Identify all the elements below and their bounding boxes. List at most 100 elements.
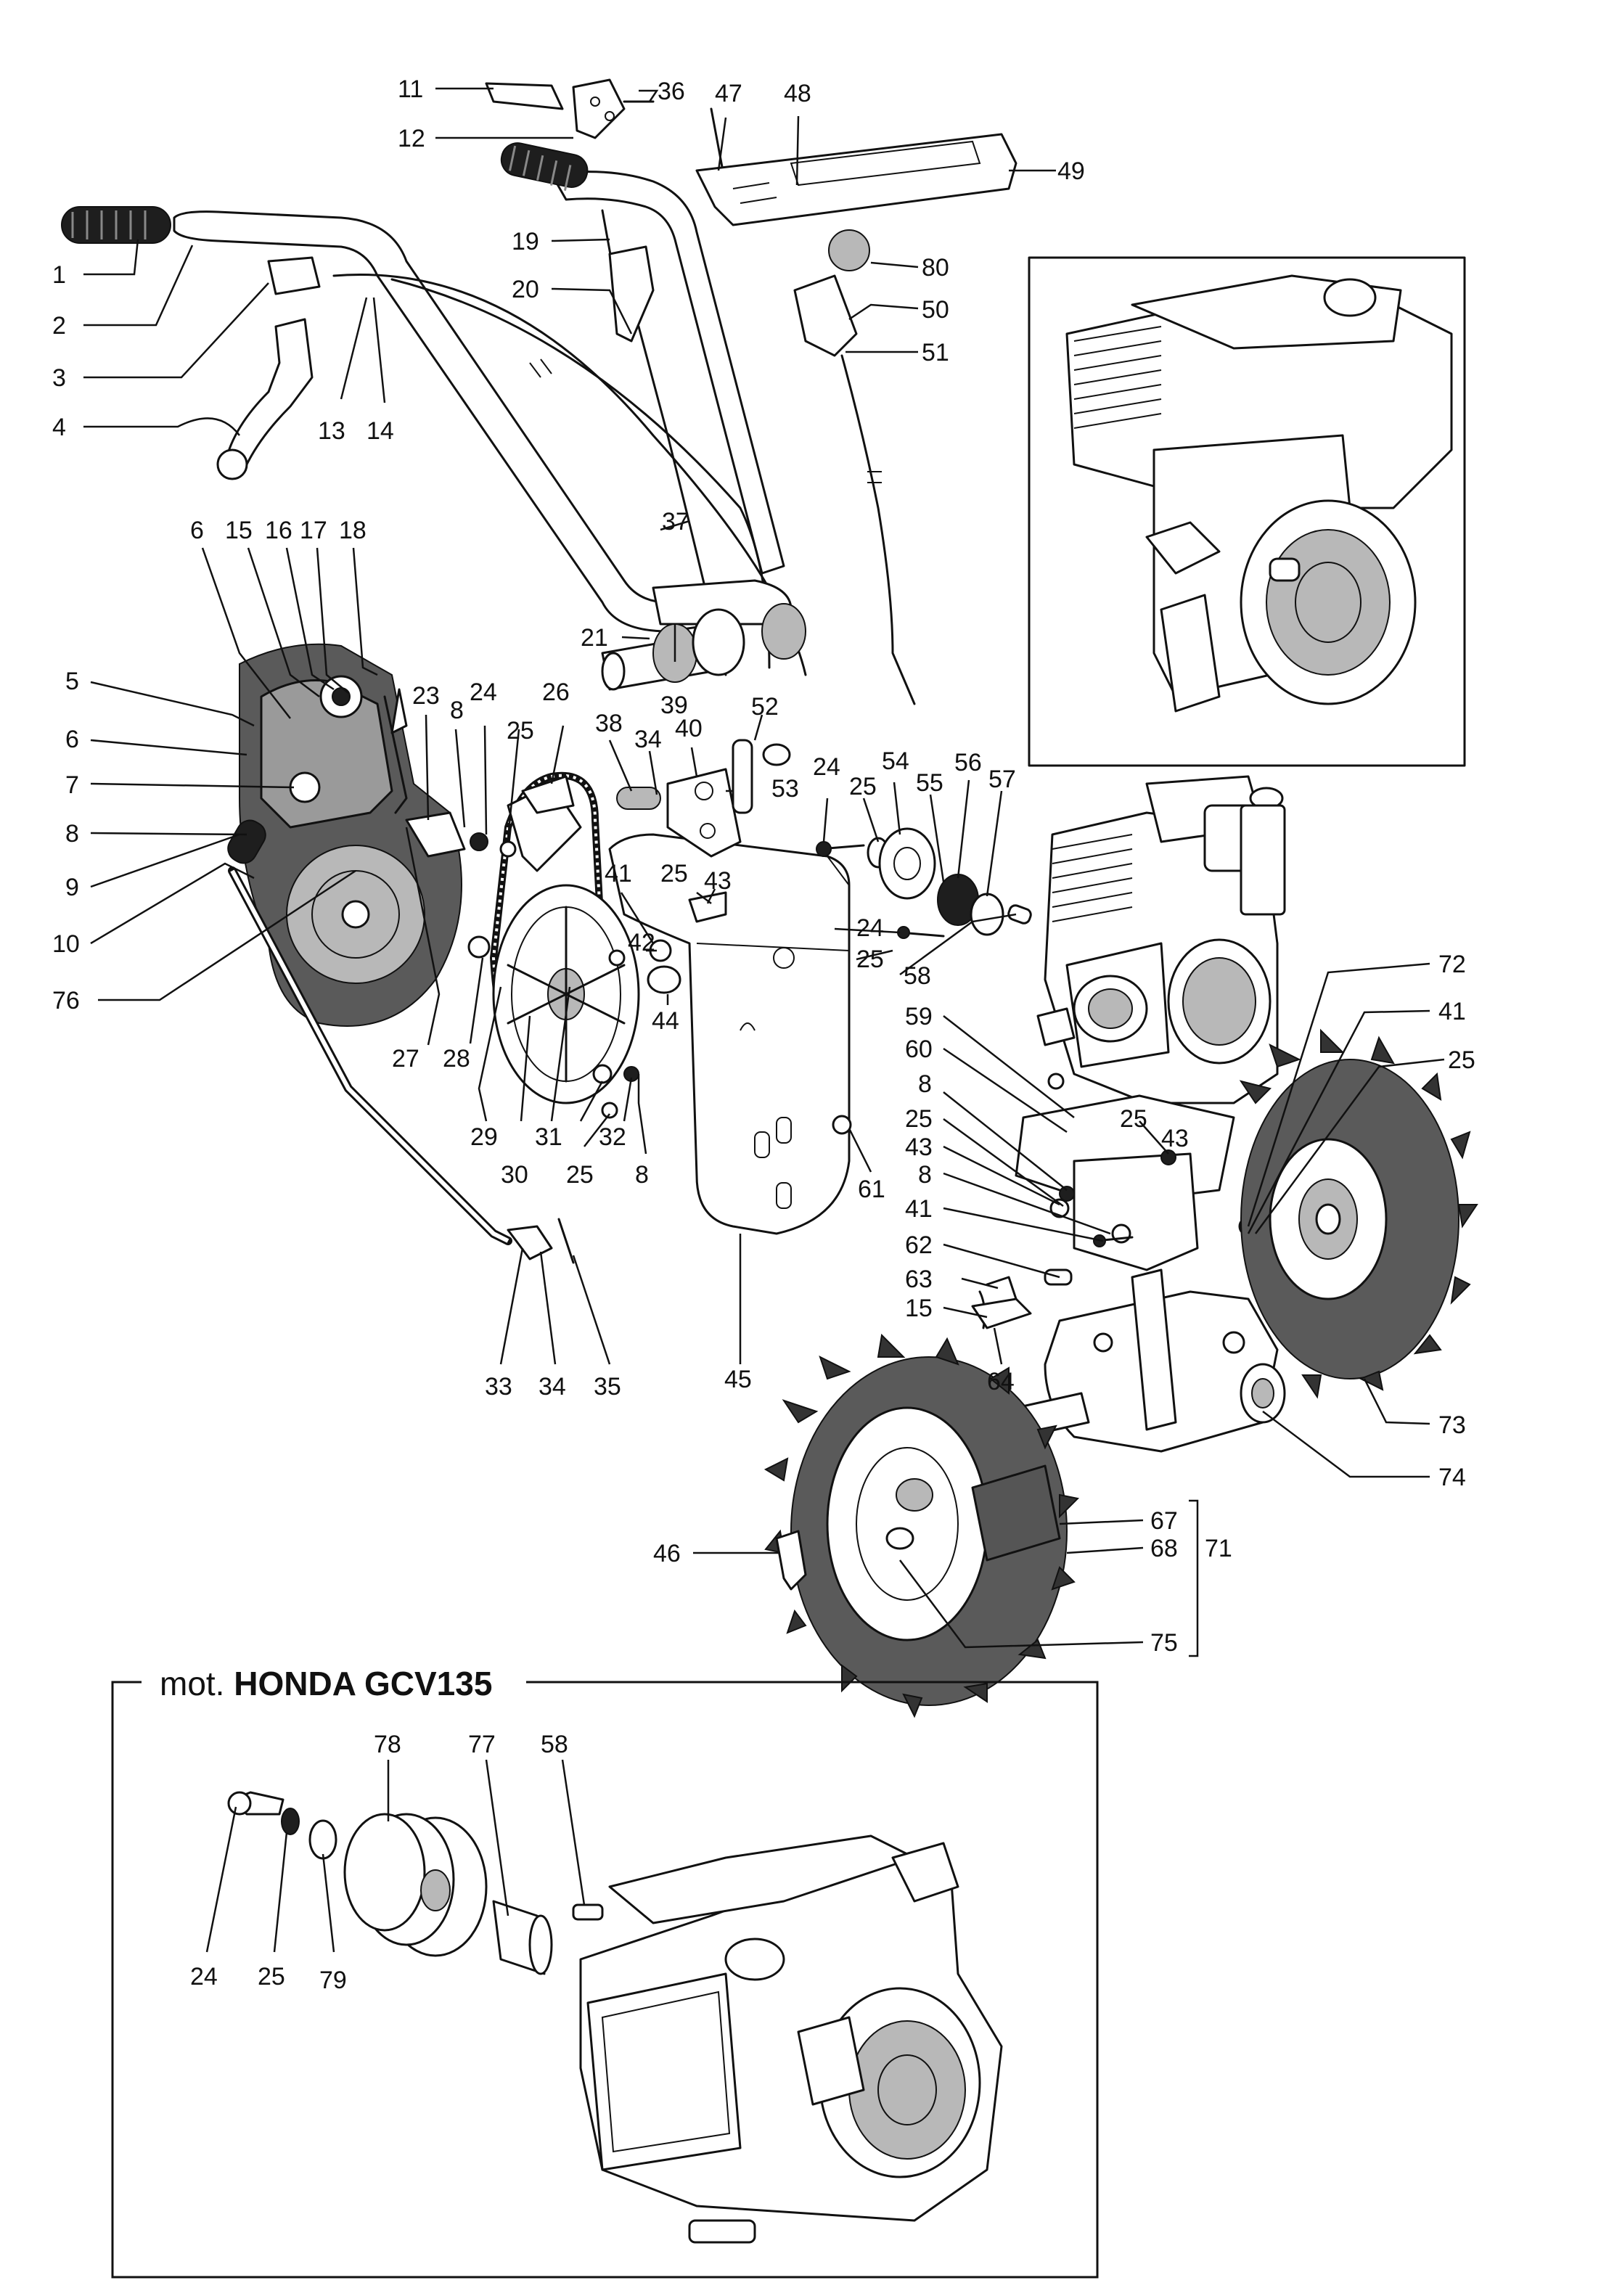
callout-16: 16 [265,517,292,544]
belt-pulley [467,771,640,1119]
callout-26: 26 [542,678,570,706]
callout-15-b: 15 [905,1295,933,1322]
engine [1036,775,1286,1104]
lever-clamp [267,256,321,295]
callout-68: 68 [1150,1535,1178,1562]
throttle-lever [485,78,655,139]
callout-64: 64 [987,1368,1015,1395]
callout-32: 32 [599,1123,626,1151]
callout-80: 80 [922,254,949,282]
callout-25-a: 25 [507,717,534,745]
callout-41-b: 41 [1438,998,1466,1025]
callout-36: 36 [658,78,685,105]
callout-8-e: 8 [918,1161,932,1189]
gearbox-housing [608,739,852,1235]
callout-25-inset: 25 [258,1963,285,1990]
callout-40: 40 [675,715,703,742]
callout-50: 50 [922,296,949,324]
callout-53: 53 [771,775,799,803]
callout-11: 11 [398,75,423,103]
callout-37: 37 [662,508,689,536]
callout-24-b: 24 [813,753,840,781]
callout-25-f: 25 [1448,1046,1475,1074]
belt-guard [239,643,466,1027]
callout-25-g: 25 [905,1105,933,1133]
left-grip [61,206,171,244]
callout-25-d: 25 [856,946,884,973]
callout-55: 55 [916,769,943,797]
callout-43-b: 43 [905,1133,933,1161]
callout-8-c: 8 [635,1161,649,1189]
callout-24-c: 24 [856,914,884,942]
leader-lines [83,87,1445,1953]
callout-6: 6 [65,726,79,753]
throttle-control [793,229,916,705]
callout-17: 17 [300,517,327,544]
callout-67: 67 [1150,1507,1178,1535]
callout-42: 42 [628,929,655,956]
callout-8: 8 [65,820,79,848]
callout-3: 3 [52,364,66,392]
engine-base [1015,1094,1258,1271]
callout-41-a: 41 [605,860,632,887]
callout-51: 51 [922,339,949,366]
callout-56: 56 [954,749,982,776]
honda-inset: mot. HONDA GCV135 [111,1662,1099,2279]
callout-31: 31 [535,1123,562,1151]
callout-74: 74 [1438,1464,1466,1491]
callout-5: 5 [65,668,79,695]
callout-1: 1 [52,261,66,289]
engine-pulley [816,827,1032,939]
callout-39: 39 [660,692,688,719]
callout-62: 62 [905,1231,933,1259]
callout-4: 4 [52,414,66,441]
callout-49: 49 [1057,157,1085,185]
callout-25-c: 25 [660,860,688,887]
callout-58: 58 [904,962,931,990]
callout-34-b: 34 [539,1373,566,1401]
callout-25-b: 25 [849,773,877,800]
callout-54: 54 [882,747,909,775]
callout-25-e: 25 [566,1161,594,1189]
callout-43-c: 43 [1161,1125,1189,1152]
callout-19: 19 [512,228,539,255]
callout-29: 29 [470,1123,498,1151]
callout-12: 12 [398,125,425,152]
callout-38: 38 [595,710,623,737]
callout-58-inset: 58 [541,1731,568,1758]
callout-59: 59 [905,1003,933,1030]
callout-76: 76 [52,987,80,1014]
callout-27: 27 [392,1045,419,1073]
group-bracket-71 [1189,1499,1199,1657]
callout-47: 47 [715,80,742,107]
callout-20: 20 [512,276,539,303]
right-grip [500,142,589,191]
callout-78: 78 [374,1731,401,1758]
callout-18: 18 [339,517,367,544]
control-plate [695,107,1017,226]
handlebar-assembly [61,78,807,676]
callout-46: 46 [653,1540,681,1567]
callout-23: 23 [412,682,440,710]
callout-41-c: 41 [905,1195,933,1223]
callout-71: 71 [1205,1535,1232,1562]
callout-25-h: 25 [1120,1105,1147,1133]
callout-34-a: 34 [634,726,662,753]
callout-72: 72 [1438,951,1466,978]
callout-45: 45 [724,1366,752,1393]
callout-24-inset: 24 [190,1963,218,1990]
callout-labels: 1 2 3 4 11 12 36 13 14 19 20 47 48 49 80… [52,75,1475,1994]
callout-10: 10 [52,930,80,958]
inset-title: mot. HONDA GCV135 [160,1665,492,1702]
callout-35: 35 [594,1373,621,1401]
callout-60: 60 [905,1036,933,1063]
callout-7: 7 [65,771,79,799]
callout-13: 13 [318,417,345,445]
callout-48: 48 [784,80,811,107]
callout-6-top: 6 [190,517,204,544]
callout-79: 79 [319,1967,347,1994]
callout-30: 30 [501,1161,528,1189]
callout-57: 57 [988,766,1016,793]
callout-28: 28 [443,1045,470,1073]
